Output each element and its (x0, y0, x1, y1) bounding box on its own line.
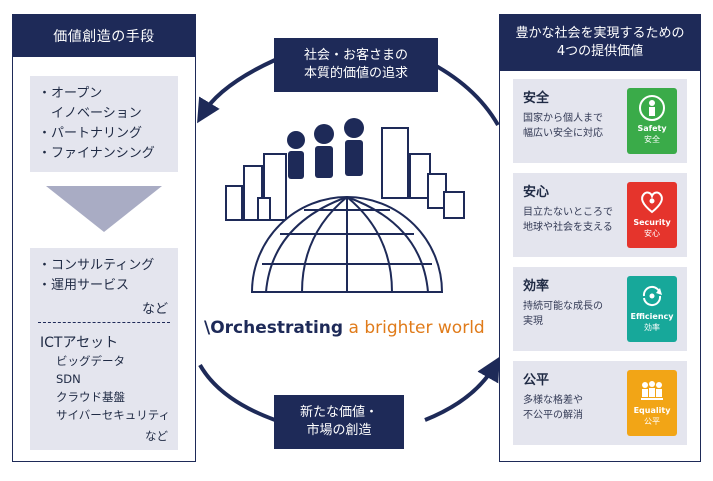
list-item: ・運用サービス (38, 278, 130, 293)
list-item: ・コンサルティング (38, 258, 155, 273)
group-icon (641, 381, 663, 400)
value-desc: 持続可能な成長の 実現 (523, 301, 603, 327)
top-callout: 社会・お客さまの 本質的価値の追求 (274, 38, 438, 92)
list-item: SDN (56, 372, 81, 386)
value-desc: 目立たないところで 地球や社会を支える (523, 207, 613, 233)
bottom-callout-line: 新たな価値・ (299, 405, 378, 420)
list-item: サイバーセキュリティ (56, 408, 171, 422)
right-panel: 豊かな社会を実現するための 4つの提供価値 安全 国家から個人まで 幅広い安全に… (499, 14, 701, 462)
means-box-bottom: ・コンサルティング ・運用サービス など ICTアセット ビッグデータ SDN … (30, 248, 178, 450)
ict-list: ビッグデータ SDN クラウド基盤 サイバーセキュリティ (56, 352, 170, 424)
value-title: 安心 (523, 185, 550, 200)
value-desc: 国家から個人まで 幅広い安全に対応 (523, 113, 603, 139)
slogan-part1: \Orchestrating (204, 318, 344, 338)
safety-badge: Safety 安全 (627, 88, 677, 154)
means-list-top: ・オープン イノベーション ・パートナリング ・ファイナンシング (30, 76, 178, 164)
equality-badge: Equality 公平 (627, 370, 677, 436)
value-title: 公平 (523, 373, 550, 388)
value-card-safety: 安全 国家から個人まで 幅広い安全に対応 Safety 安全 (513, 79, 687, 163)
top-callout-line: 本質的価値の追求 (303, 66, 408, 81)
security-badge: Security 安心 (627, 182, 677, 248)
right-header-line: 4つの提供価値 (556, 44, 644, 59)
etc-label: など (141, 302, 168, 317)
right-panel-header: 豊かな社会を実現するための 4つの提供価値 (500, 15, 700, 71)
bottom-callout-line: 市場の創造 (306, 423, 372, 438)
people-icon (287, 118, 364, 179)
city-left-icon (225, 153, 287, 221)
slogan-part2: a brighter world (343, 318, 485, 338)
globe-icon (250, 196, 444, 293)
ict-title: ICTアセット (40, 335, 119, 351)
list-item: ビッグデータ (56, 354, 125, 368)
right-header-line: 豊かな社会を実現するための (515, 26, 685, 41)
efficiency-badge: Efficiency 効率 (627, 276, 677, 342)
city-right-icon (381, 127, 465, 219)
ict-etc-label: など (145, 429, 168, 443)
down-arrow-icon (46, 186, 162, 232)
safety-icon (639, 95, 665, 121)
dashed-divider (38, 322, 170, 323)
value-title: 安全 (523, 91, 550, 106)
list-item: イノベーション (38, 106, 142, 121)
list-item: ・ファイナンシング (38, 146, 155, 161)
means-box-top: ・オープン イノベーション ・パートナリング ・ファイナンシング (30, 76, 178, 172)
heart-icon (641, 191, 663, 214)
top-callout-line: 社会・お客さまの (303, 48, 408, 63)
list-item: ・オープン (38, 86, 103, 101)
cycle-icon (642, 285, 662, 307)
value-card-equality: 公平 多様な格差や 不公平の解消 Equality 公平 (513, 361, 687, 445)
slogan: \Orchestrating a brighter world (204, 318, 492, 338)
value-card-efficiency: 効率 持続可能な成長の 実現 Efficiency 効率 (513, 267, 687, 351)
value-desc: 多様な格差や 不公平の解消 (523, 395, 583, 421)
value-card-security: 安心 目立たないところで 地球や社会を支える Security 安心 (513, 173, 687, 257)
globe-illustration (225, 118, 465, 293)
left-panel-header: 価値創造の手段 (13, 15, 195, 57)
means-list-bottom: ・コンサルティング ・運用サービス (30, 248, 178, 296)
list-item: ・パートナリング (38, 126, 143, 141)
list-item: クラウド基盤 (56, 390, 125, 404)
value-title: 効率 (523, 279, 550, 294)
bottom-callout: 新たな価値・ 市場の創造 (274, 395, 404, 449)
